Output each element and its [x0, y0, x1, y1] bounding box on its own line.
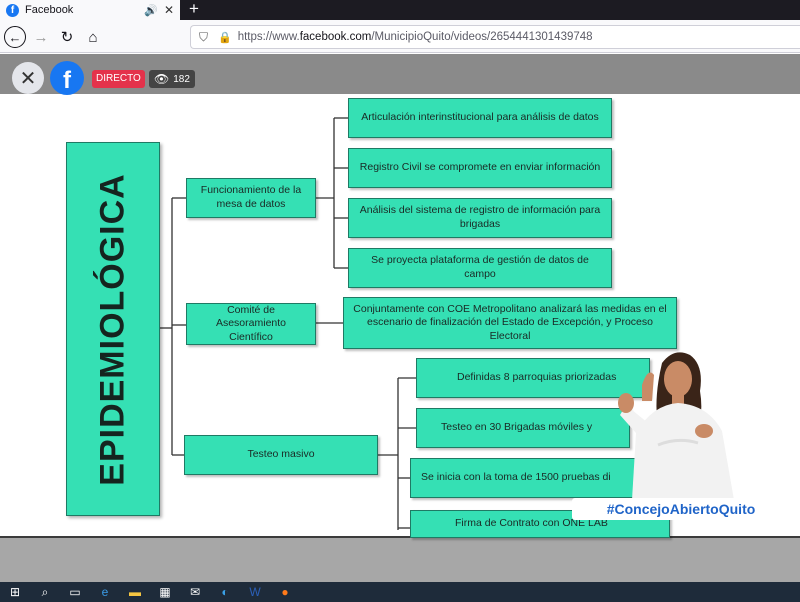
facebook-logo-icon[interactable]: f [50, 61, 84, 95]
tab-bar [0, 0, 800, 20]
file-explorer-icon[interactable]: ▬ [129, 585, 141, 599]
shield-icon[interactable]: ⛉ [199, 29, 209, 44]
url-text: https://www.facebook.com/MunicipioQuito/… [237, 31, 593, 43]
leaf-node: Registro Civil se compromete en enviar i… [348, 148, 612, 188]
lock-icon[interactable]: 🔒 [218, 31, 232, 44]
root-label: EPIDEMIOLÓGICA [93, 172, 132, 486]
new-tab-button[interactable]: + [189, 0, 199, 18]
live-badge: DIRECTO [92, 70, 145, 88]
close-video-button[interactable]: ✕ [12, 62, 44, 94]
leaf-node: Conjuntamente con COE Metropolitano anal… [343, 297, 677, 349]
task-view-icon[interactable]: ▭ [69, 585, 81, 599]
viewer-count-badge: 👁 182 [149, 70, 195, 88]
branch-mesa-de-datos: Funcionamiento de la mesa de datos [186, 178, 316, 218]
leaf-node: Se proyecta plataforma de gestión de dat… [348, 248, 612, 288]
eye-icon: 👁 [154, 72, 170, 86]
edge-icon[interactable]: e [101, 585, 109, 599]
taskbar: ⊞ ⌕ ▭ e ▬ ▦ ✉ ◐ W ● [0, 582, 800, 602]
sign-language-interpreter [618, 352, 734, 500]
home-button[interactable]: ⌂ [88, 28, 98, 46]
hashtag-banner: #ConcejoAbiertoQuito [572, 498, 790, 520]
firefox-icon[interactable]: ● [281, 585, 289, 599]
leaf-node: Definidas 8 parroquias priorizadas [416, 358, 650, 398]
root-node: EPIDEMIOLÓGICA [66, 142, 160, 516]
branch-testeo-masivo: Testeo masivo [184, 435, 378, 475]
facebook-favicon-icon: f [6, 3, 19, 17]
search-icon[interactable]: ⌕ [41, 584, 49, 599]
reload-button[interactable]: ↻ [60, 29, 74, 46]
branch-comite-cientifico: Comité de Asesoramiento Científico [186, 303, 316, 345]
video-bottom-band [0, 536, 800, 582]
back-button[interactable]: ← [4, 26, 26, 48]
leaf-node: Testeo en 30 Brigadas móviles y [416, 408, 630, 448]
speaker-icon[interactable]: 🔊 [144, 4, 158, 17]
store-icon[interactable]: ▦ [159, 585, 171, 599]
tab-close-icon[interactable]: ✕ [163, 3, 174, 17]
windows-start-icon[interactable]: ⊞ [9, 585, 21, 599]
leaf-node: Análisis del sistema de registro de info… [348, 198, 612, 238]
mail-icon[interactable]: ✉ [189, 585, 201, 599]
viewer-count: 182 [173, 73, 190, 85]
leaf-node: Se inicia con la toma de 1500 pruebas di [410, 458, 640, 498]
forward-button[interactable]: → [33, 28, 49, 46]
weather-icon[interactable]: ◐ [221, 585, 229, 599]
tab-title: Facebook [25, 4, 74, 16]
browser-tab[interactable]: f Facebook 🔊 ✕ [0, 0, 180, 20]
word-icon[interactable]: W [249, 585, 261, 599]
leaf-node: Articulación interinstitucional para aná… [348, 98, 612, 138]
url-bar[interactable]: ⛉ 🔒 https://www.facebook.com/MunicipioQu… [190, 25, 800, 49]
